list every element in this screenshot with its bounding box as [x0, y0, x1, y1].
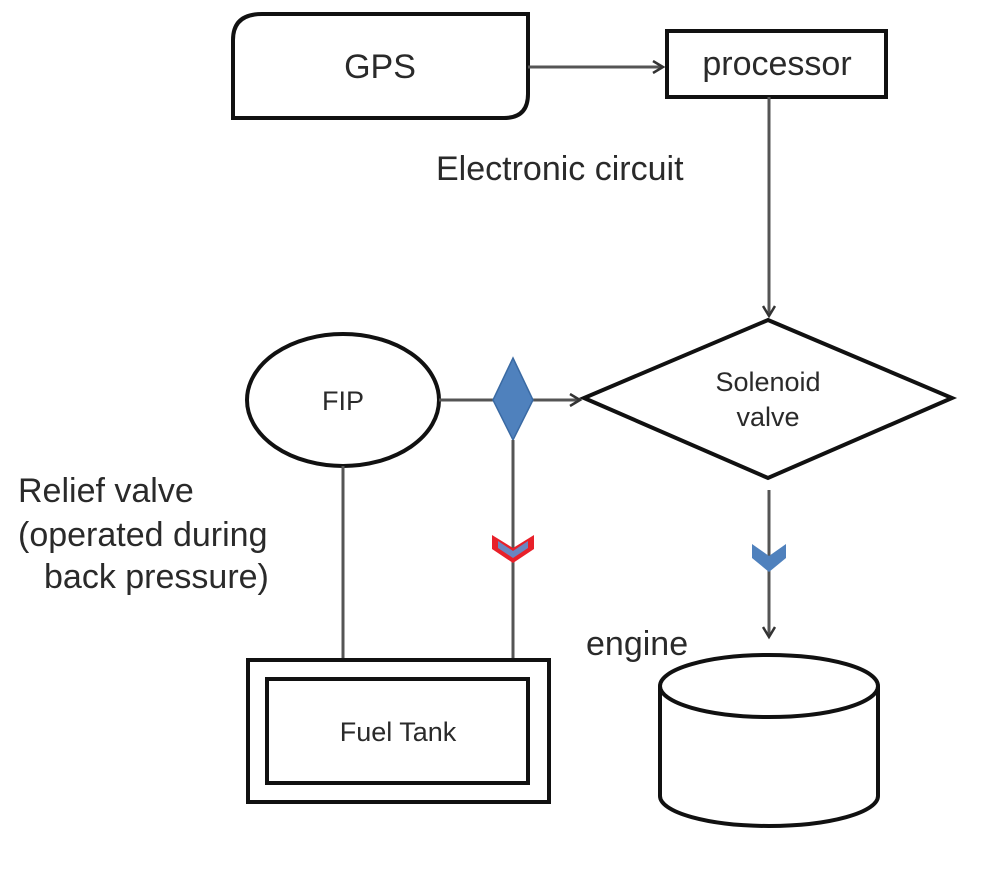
red-chevron-inner [498, 541, 528, 558]
processor-box [665, 29, 888, 99]
electronic-circuit-label: Electronic circuit [436, 150, 684, 188]
blue-chevron-down-icon [752, 544, 786, 572]
relief-valve-label-line1: Relief valve [18, 472, 194, 510]
solenoid-label-line1: Solenoid [715, 367, 820, 397]
red-chevron-down-icon [492, 535, 534, 563]
solenoid-valve-node: Solenoid valve [578, 317, 958, 481]
fip-label: FIP [322, 386, 364, 416]
engine-label: engine [586, 625, 688, 663]
engine-node [658, 653, 880, 828]
gps-box [231, 12, 530, 120]
gps-label: GPS [344, 48, 416, 86]
processor-node: processor [665, 29, 888, 99]
fuel-tank-node: Fuel Tank [246, 658, 551, 804]
valve-diamond-icon [492, 356, 534, 442]
fip-node: FIP [245, 332, 441, 468]
relief-valve-label-line3: back pressure) [44, 558, 269, 596]
fuel-tank-label: Fuel Tank [340, 717, 457, 747]
solenoid-diamond [578, 317, 958, 481]
engine-cylinder-top [658, 653, 880, 719]
relief-valve-label-line2: (operated during [18, 516, 268, 554]
processor-label: processor [702, 45, 851, 83]
engine-cylinder-body [658, 686, 880, 828]
solenoid-label-line2: valve [736, 402, 799, 432]
gps-node: GPS [231, 12, 530, 120]
fuel-tank-inner-box [265, 677, 530, 785]
